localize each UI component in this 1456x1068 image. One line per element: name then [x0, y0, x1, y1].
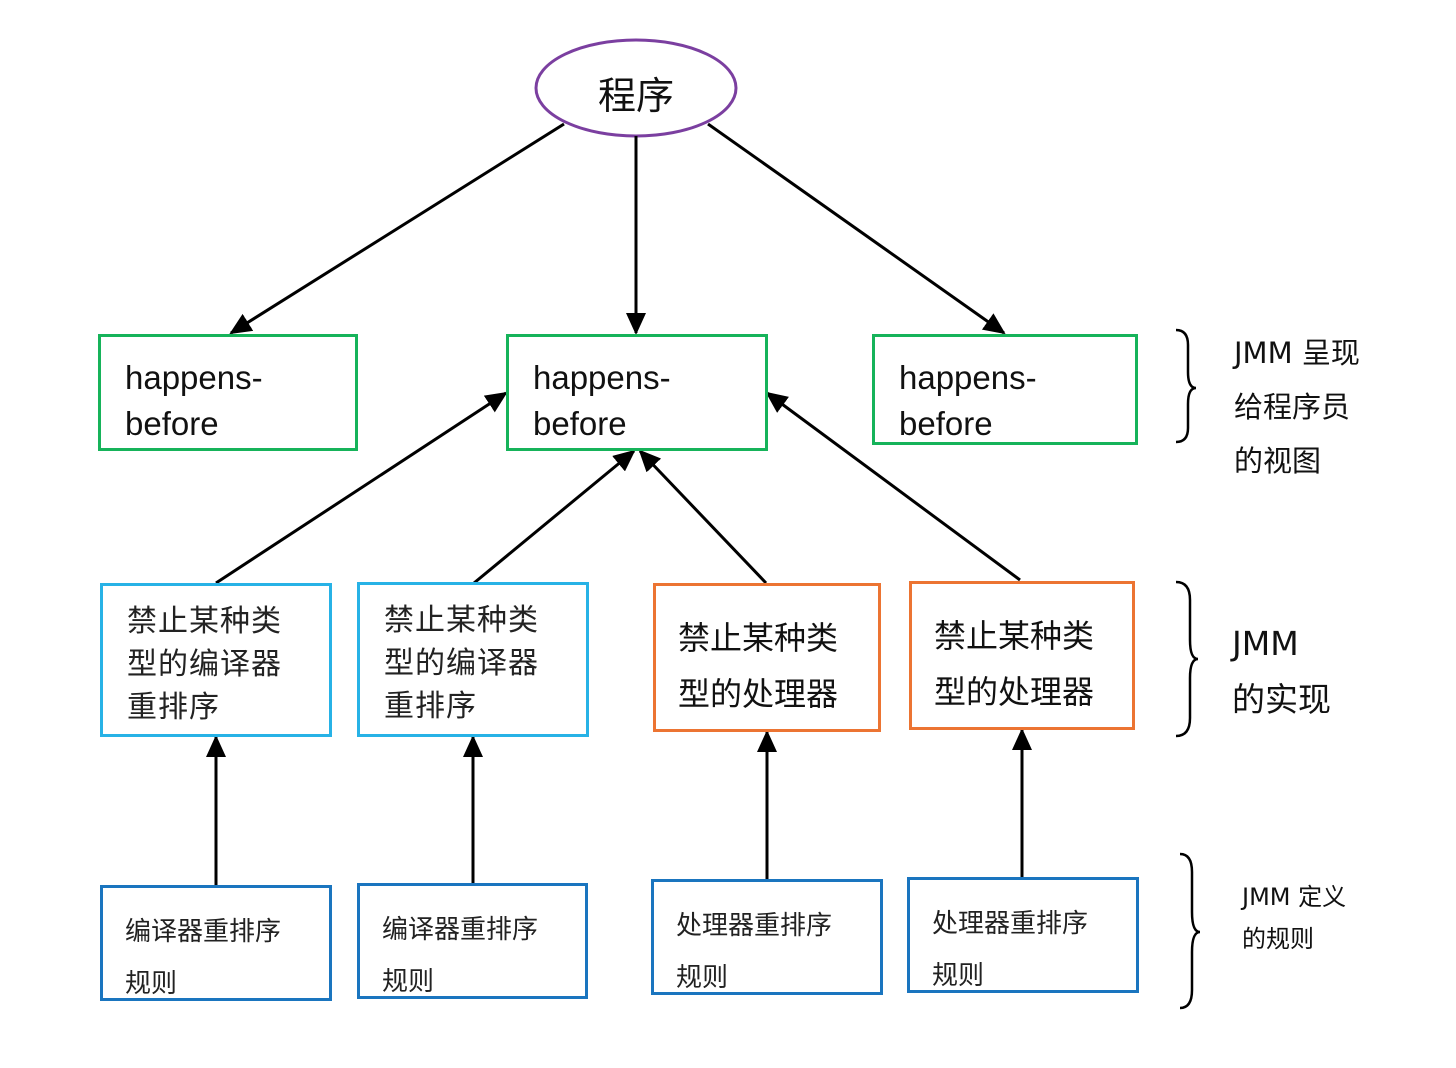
root-node-label: 程序	[597, 74, 674, 118]
side-label-programmer-view: JMM 呈现 给程序员 的视图	[1234, 336, 1360, 478]
rule-label: 处理器重排序 规则	[676, 911, 833, 993]
happens-before-box: happens- before	[506, 334, 768, 451]
implementation-label: 禁止某种类 型的编译器 重排序	[384, 603, 539, 724]
arrow-root-to-hb-left	[229, 122, 565, 335]
arrow-impl3-to-hb	[638, 449, 768, 585]
processor-reorder-prohibition-box: 禁止某种类 型的处理器	[653, 583, 881, 732]
processor-reorder-rule-box: 处理器重排序 规则	[651, 879, 883, 995]
implementation-label: 禁止某种类 型的编译器 重排序	[127, 604, 282, 725]
processor-reorder-rule-box: 处理器重排序 规则	[907, 877, 1139, 993]
processor-reorder-prohibition-box: 禁止某种类 型的处理器	[909, 581, 1135, 730]
arrow-impl1-to-hb	[215, 391, 508, 585]
implementation-label: 禁止某种类 型的处理器	[678, 619, 839, 713]
happens-before-label: happens- before	[125, 359, 263, 442]
rule-label: 编译器重排序 规则	[125, 917, 282, 999]
brace-implementation	[1175, 580, 1199, 738]
compiler-reorder-rule-box: 编译器重排序 规则	[100, 885, 332, 1001]
compiler-reorder-prohibition-box: 禁止某种类 型的编译器 重排序	[357, 582, 589, 737]
arrow-impl4-to-hb	[765, 391, 1021, 582]
compiler-reorder-prohibition-box: 禁止某种类 型的编译器 重排序	[100, 583, 332, 737]
side-label-implementation: JMM 的实现	[1232, 624, 1331, 719]
side-label-rules: JMM 定义 的规则	[1242, 883, 1347, 953]
brace-rules	[1179, 852, 1201, 1010]
happens-before-label: happens- before	[899, 359, 1037, 442]
implementation-label: 禁止某种类 型的处理器	[934, 617, 1095, 711]
rule-label: 编译器重排序 规则	[382, 915, 539, 997]
arrow-root-to-hb-right	[707, 122, 1006, 335]
brace-view	[1175, 328, 1197, 444]
compiler-reorder-rule-box: 编译器重排序 规则	[357, 883, 588, 999]
rule-label: 处理器重排序 规则	[932, 909, 1089, 991]
happens-before-box: happens- before	[872, 334, 1138, 445]
arrow-impl2-to-hb	[473, 449, 636, 585]
happens-before-box: happens- before	[98, 334, 358, 451]
happens-before-label: happens- before	[533, 359, 671, 442]
